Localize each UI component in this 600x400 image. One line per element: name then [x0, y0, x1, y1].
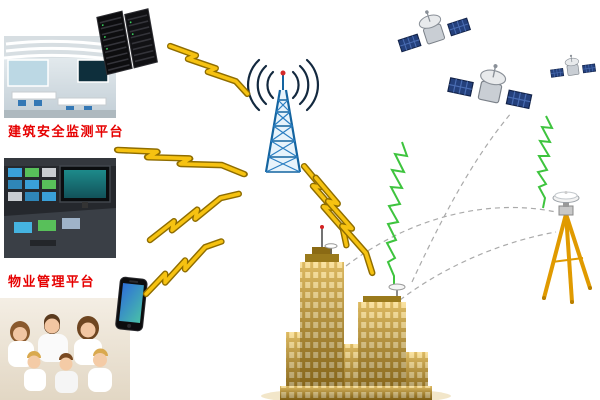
- control-room-photo: [4, 36, 116, 118]
- gnss-antenna-icon: [388, 283, 406, 296]
- smartphone-icon: [115, 276, 148, 332]
- surveying-instrument-icon: [542, 191, 592, 304]
- server-rack-icon: [96, 8, 158, 76]
- family-photo: [0, 298, 130, 400]
- satellite-icon: [391, 0, 597, 111]
- dashed-link: [345, 111, 557, 301]
- building-safety-platform-label: 建筑安全监测平台: [8, 124, 125, 139]
- property-management-platform-label: 物业管理平台: [8, 274, 96, 289]
- signal-wave: [385, 115, 554, 288]
- monitoring-room-photo: [4, 158, 116, 258]
- radio-waves-icon: [246, 58, 320, 112]
- gnss-antenna-icon: [324, 243, 338, 254]
- radio-tower-icon: [246, 58, 320, 173]
- buildings-icon: [261, 225, 451, 400]
